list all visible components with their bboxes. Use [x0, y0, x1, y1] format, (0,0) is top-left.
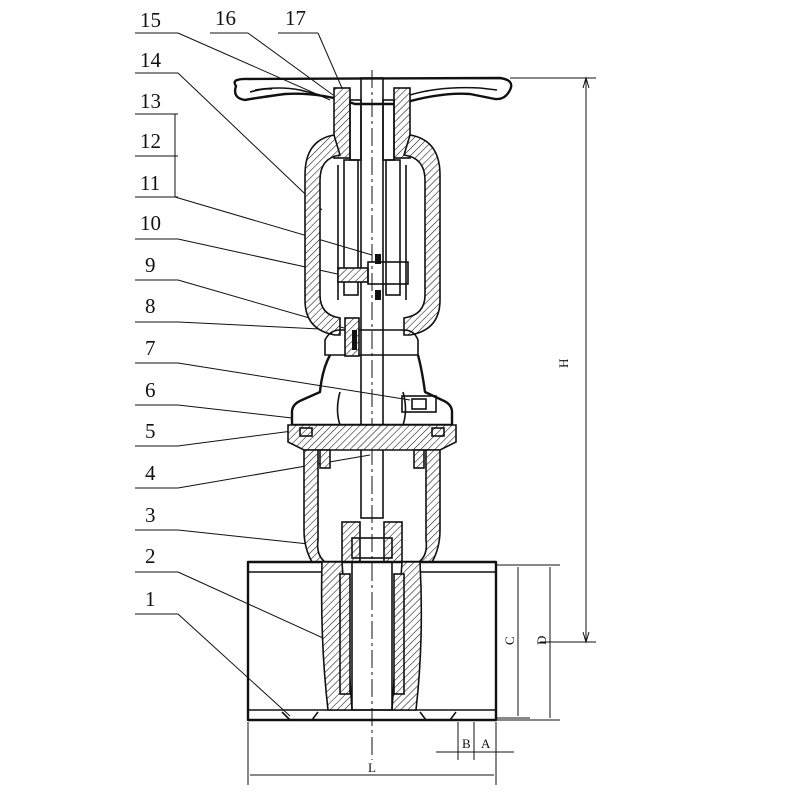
- dimension-lines: [247, 76, 596, 785]
- label-17: 17: [285, 6, 306, 30]
- leader-lines: [174, 32, 411, 717]
- label-12: 12: [140, 129, 161, 153]
- valve-body: [246, 560, 498, 722]
- dim-H: H: [556, 359, 571, 368]
- label-8: 8: [145, 294, 156, 318]
- body-neck: [303, 449, 441, 563]
- dimension-labels: H C D L A B: [368, 359, 571, 775]
- label-7: 7: [145, 336, 156, 360]
- yoke: [304, 87, 441, 357]
- label-11: 11: [140, 171, 160, 195]
- label-1: 1: [145, 587, 156, 611]
- valve-stem: [360, 70, 384, 760]
- label-9: 9: [145, 253, 156, 277]
- label-underlines: [135, 32, 318, 615]
- label-14: 14: [140, 48, 162, 72]
- dim-C: C: [502, 636, 517, 645]
- label-6: 6: [145, 378, 156, 402]
- dim-B: B: [462, 736, 471, 751]
- label-2: 2: [145, 544, 156, 568]
- part-number-labels: 15 14 13 12 11 10 9 8 7 6 5 4 3 2 1 16 1…: [140, 6, 306, 611]
- label-16: 16: [215, 6, 236, 30]
- handwheel: [233, 76, 513, 106]
- dim-L: L: [368, 760, 376, 775]
- label-5: 5: [145, 419, 156, 443]
- label-15: 15: [140, 8, 161, 32]
- label-4: 4: [145, 461, 156, 485]
- label-10: 10: [140, 211, 161, 235]
- dim-A: A: [481, 736, 491, 751]
- label-3: 3: [145, 503, 156, 527]
- label-13: 13: [140, 89, 161, 113]
- dim-D: D: [534, 636, 549, 645]
